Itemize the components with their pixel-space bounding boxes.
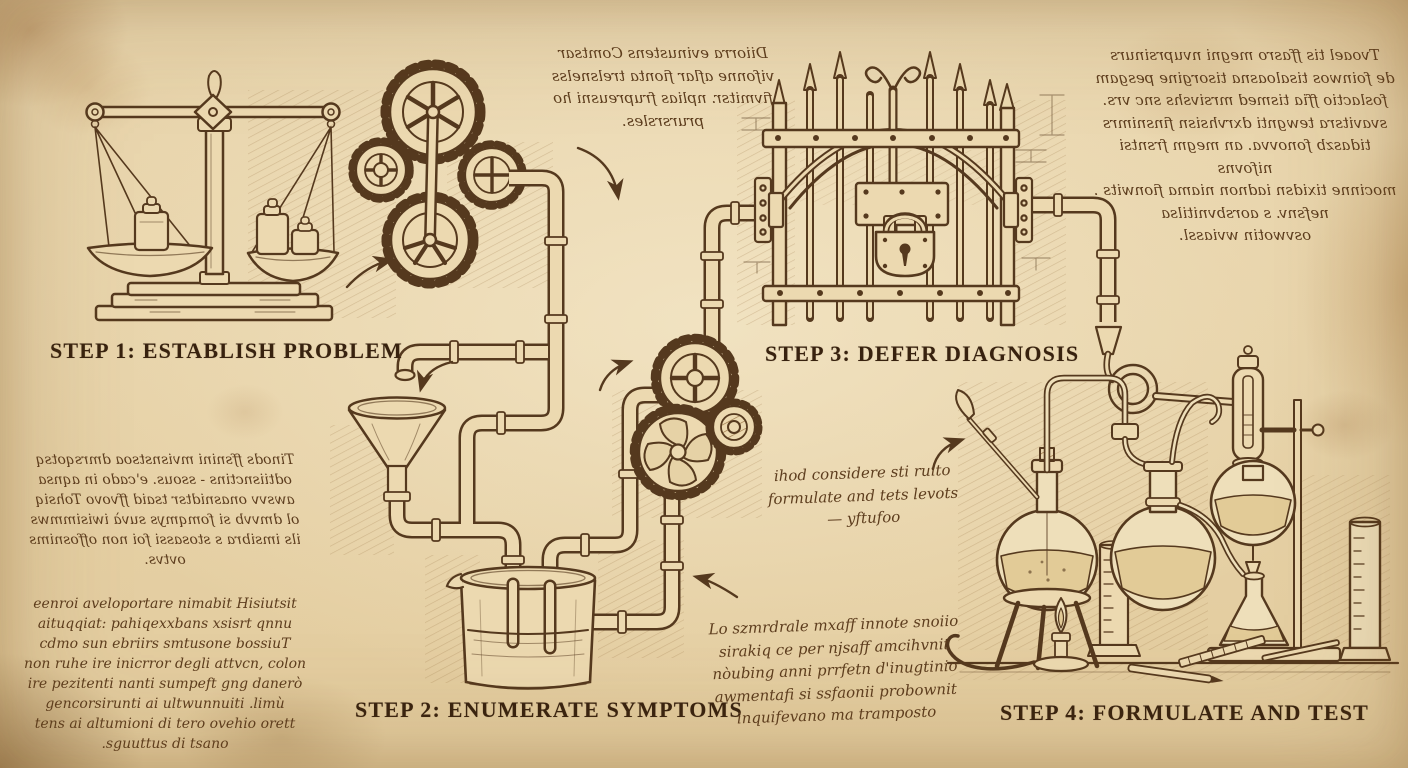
graduated-cylinder bbox=[1338, 516, 1392, 662]
writing-tools bbox=[1127, 635, 1340, 684]
flask-c bbox=[1209, 459, 1297, 547]
flask-a bbox=[995, 447, 1099, 612]
stirring-rod bbox=[955, 389, 1040, 500]
step-4-caption: STEP 4: FORMULATE AND TEST bbox=[1000, 700, 1370, 725]
basin-drawing bbox=[445, 565, 597, 690]
alchemy-lab-drawing bbox=[945, 325, 1400, 684]
flow-arrow bbox=[692, 572, 739, 599]
flow-arrow bbox=[931, 437, 966, 471]
condenser-vessel bbox=[1231, 345, 1265, 469]
flow-arrows bbox=[345, 146, 966, 599]
pipe-network-drawing bbox=[388, 169, 1120, 648]
gear-train-middle-drawing bbox=[629, 333, 763, 501]
flow-arrow bbox=[576, 146, 624, 201]
padlock-icon bbox=[874, 212, 936, 278]
flask-b bbox=[1109, 461, 1217, 612]
step-2-caption: STEP 2: ENUMERATE SYMPTOMS bbox=[355, 697, 743, 722]
tripod-burner bbox=[945, 587, 1100, 673]
flow-arrow bbox=[345, 255, 395, 289]
flow-arrow bbox=[598, 359, 634, 392]
funnel-drawing bbox=[347, 396, 447, 502]
locked-gate-drawing bbox=[741, 51, 1065, 327]
erlenmeyer-flask bbox=[1218, 571, 1290, 647]
balance-scale-drawing bbox=[85, 70, 341, 322]
step-3-caption: STEP 3: DEFER DIAGNOSIS bbox=[765, 341, 1080, 366]
flow-arrow bbox=[416, 360, 454, 393]
gear-train-top-drawing bbox=[348, 59, 527, 289]
step-1-caption: STEP 1: ESTABLISH PROBLEM bbox=[50, 338, 403, 363]
